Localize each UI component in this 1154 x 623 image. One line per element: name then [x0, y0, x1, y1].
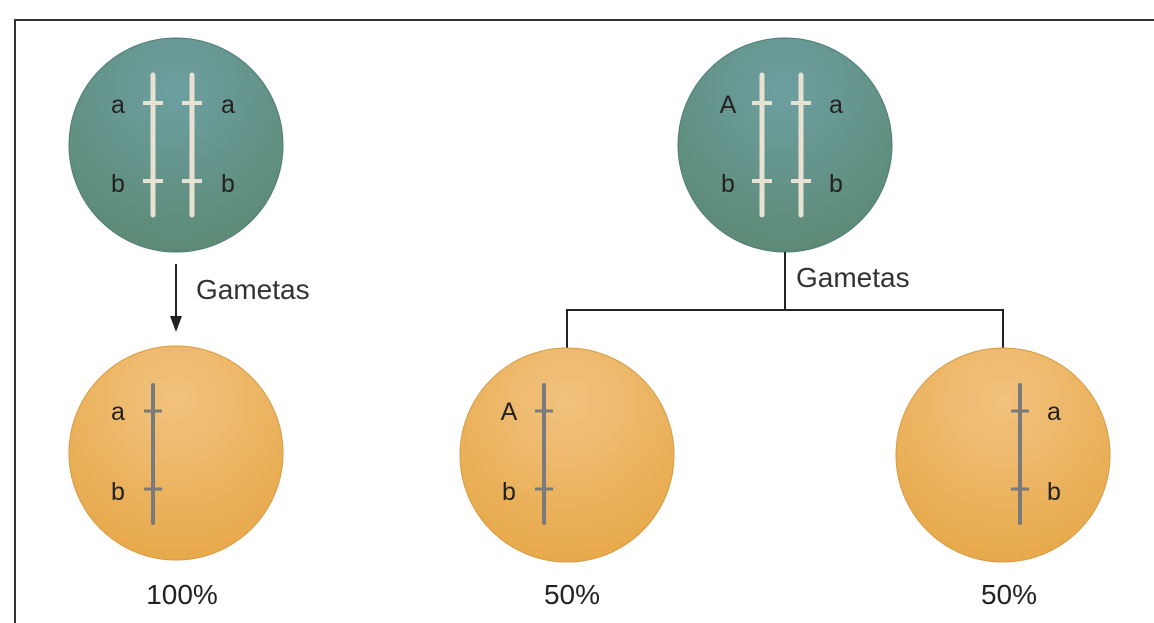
allele-label: a: [829, 91, 843, 119]
gamete-chromosome: [535, 383, 553, 525]
chromosome-1-left: [143, 72, 163, 218]
allele-label: b: [502, 478, 516, 506]
chromosome-2-right: [791, 72, 811, 218]
gamete-cell-3: a b: [895, 347, 1111, 563]
allele-label: b: [221, 170, 235, 198]
gamete-percentage-3: 50%: [981, 579, 1037, 610]
chromosome-1-right: [182, 72, 202, 218]
allele-label: b: [111, 170, 125, 198]
allele-label: b: [1047, 478, 1061, 506]
gamete-chromosome: [1011, 383, 1029, 525]
allele-label: a: [111, 91, 125, 119]
allele-label: b: [721, 170, 735, 198]
branch-connector: [566, 252, 1004, 350]
diagram-frame: [14, 19, 1154, 623]
gametes-label-right: Gametas: [796, 262, 910, 293]
gamete-percentage-1: 100%: [146, 579, 218, 610]
parent-cell-1: a b a b: [68, 37, 284, 253]
gametes-label-left: Gametas: [196, 274, 310, 305]
allele-label: b: [829, 170, 843, 198]
allele-label: a: [111, 398, 125, 426]
allele-label: a: [1047, 398, 1061, 426]
allele-label: A: [720, 91, 737, 119]
allele-label: A: [501, 398, 518, 426]
gamete-cell-1: a b: [68, 345, 284, 561]
gamete-cell-2: A b: [459, 347, 675, 563]
allele-label: b: [111, 478, 125, 506]
gamete-percentage-2: 50%: [544, 579, 600, 610]
gamete-chromosome: [144, 383, 162, 525]
allele-label: a: [221, 91, 235, 119]
chromosome-2-left: [752, 72, 772, 218]
arrow-down-icon: [170, 264, 182, 332]
parent-cell-2: A b a b: [677, 37, 893, 253]
